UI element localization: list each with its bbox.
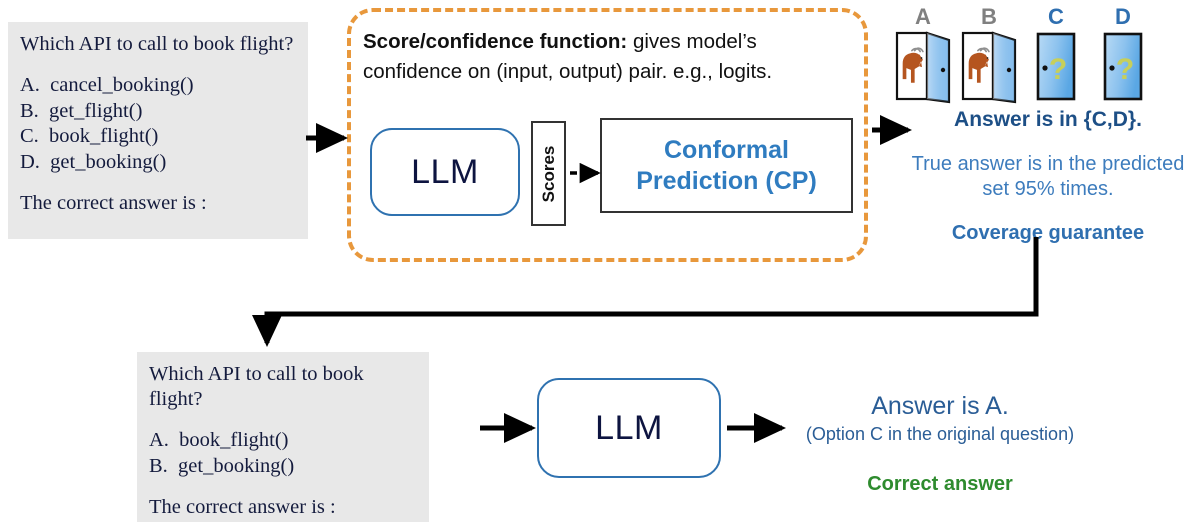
open-door-with-goat-icon — [961, 31, 1017, 104]
closed-door-question-icon: ? — [1103, 32, 1143, 101]
door-b: B — [959, 6, 1019, 104]
scores-box: Scores — [531, 121, 566, 226]
open-door-with-goat-icon — [895, 31, 951, 104]
prompt-box-reduced: Which API to call to book flight? A. boo… — [137, 352, 429, 522]
final-answer-note: (Option C in the original question) — [805, 424, 1075, 444]
correct-answer-label: Correct answer — [867, 473, 1013, 495]
scores-label: Scores — [538, 145, 558, 202]
prompt-option: A. book_flight() — [149, 429, 289, 451]
prompt-options: A. book_flight() B. get_booking() — [149, 428, 417, 479]
door-a: A — [893, 6, 953, 104]
prompt-box-original: Which API to call to book flight? A. can… — [8, 22, 308, 239]
door-group: A — [893, 6, 1153, 104]
caption-bold-lead: Score/confidence function: — [363, 30, 628, 53]
prompt-option: A. cancel_booking() — [20, 74, 194, 96]
coverage-description: True answer is in the predicted set 95% … — [911, 153, 1185, 200]
cp-line-1: Conformal — [663, 135, 789, 164]
llm-label: LLM — [411, 152, 479, 191]
prompt-option: D. get_booking() — [20, 150, 167, 173]
llm-label: LLM — [595, 408, 663, 447]
door-c: C ? — [1026, 6, 1086, 104]
prompt-option: B. get_flight() — [20, 99, 143, 122]
caption-rest: gives model’s confidence on (input, outp… — [363, 30, 773, 83]
coverage-guarantee-label: Coverage guarantee — [951, 222, 1145, 244]
door-letter: D — [1115, 4, 1131, 29]
final-answer-text: Answer is A. — [871, 392, 1009, 420]
score-function-caption: Score/confidence function: gives model’s… — [363, 27, 858, 87]
cp-line-2: Prediction (CP) — [636, 166, 817, 195]
prompt-option: C. book_flight() — [20, 125, 159, 147]
llm-box-bottom: LLM — [537, 378, 721, 478]
door-letter: B — [981, 4, 997, 29]
svg-text:?: ? — [1116, 53, 1134, 86]
answer-set-text: Answer is in {C,D}. — [954, 108, 1142, 131]
prompt-tail: The correct answer is : — [20, 192, 207, 214]
prompt-option: B. get_booking() — [149, 454, 295, 477]
llm-box-top: LLM — [370, 128, 520, 216]
door-letter: A — [915, 4, 931, 29]
prompt-tail: The correct answer is : — [149, 496, 336, 518]
door-letter: C — [1048, 4, 1064, 29]
door-d: D ? — [1093, 6, 1153, 104]
prompt-question: Which API to call to book flight? — [20, 33, 294, 55]
prompt-question: Which API to call to book flight? — [149, 363, 364, 410]
closed-door-question-icon: ? — [1036, 32, 1076, 101]
prompt-options: A. cancel_booking() B. get_flight() C. b… — [20, 73, 296, 175]
svg-text:?: ? — [1049, 53, 1067, 86]
